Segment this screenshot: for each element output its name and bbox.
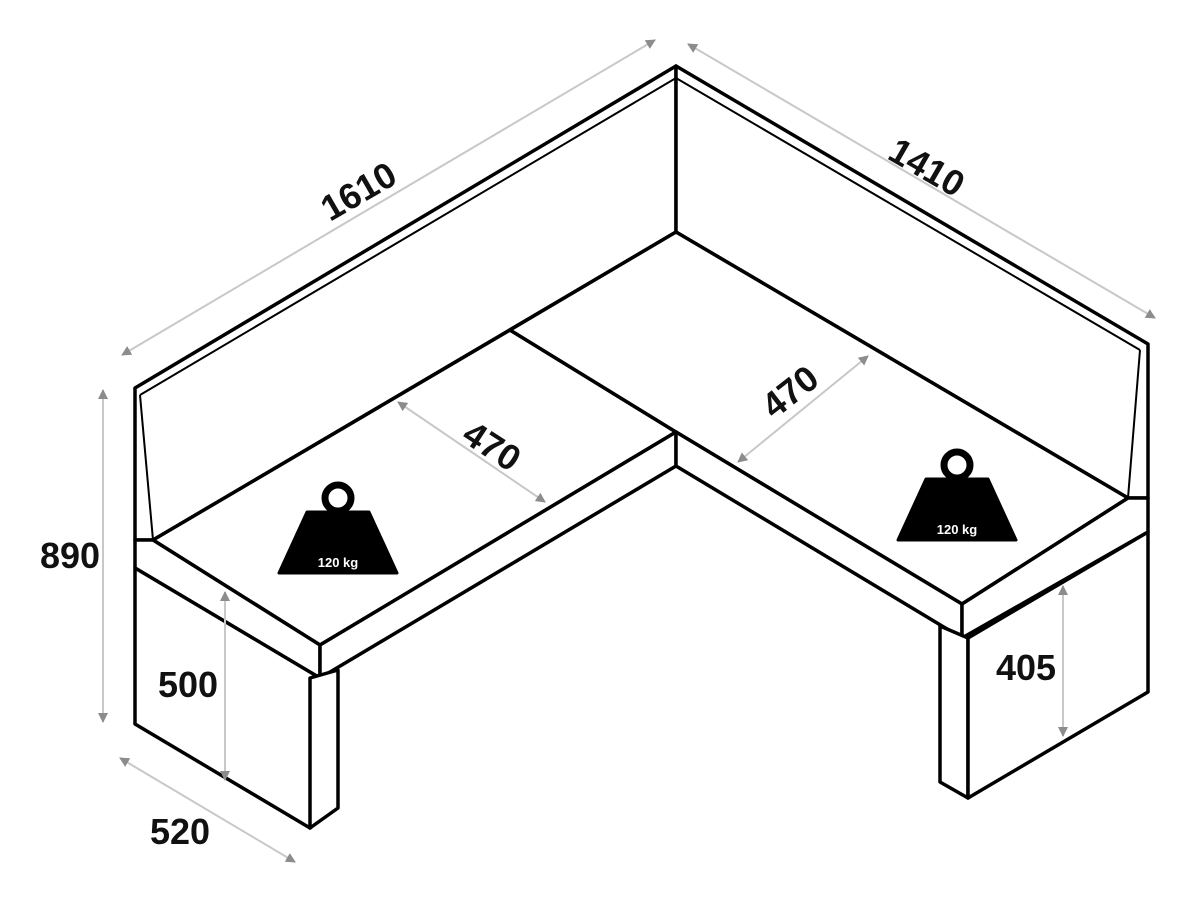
dim-line-520 (119, 757, 296, 863)
label-520: 520 (150, 811, 210, 852)
left-base-front (308, 668, 340, 830)
label-1610: 1610 (314, 153, 404, 229)
dim-line-left-470 (397, 401, 546, 503)
dim-line-right-470 (737, 355, 869, 463)
label-500: 500 (158, 664, 218, 705)
label-890: 890 (40, 535, 100, 576)
left-weight-icon: 120 kg (277, 481, 399, 575)
dim-line-1610 (121, 39, 656, 356)
left-weight-label: 120 kg (318, 555, 359, 570)
right-weight-label: 120 kg (937, 522, 978, 537)
bench-drawing (133, 64, 1150, 830)
right-seat-front (960, 496, 1150, 640)
label-405: 405 (996, 647, 1056, 688)
dim-line-1410 (687, 43, 1156, 319)
dimension-labels: 1610 1410 890 500 405 520 470 470 (40, 129, 1056, 852)
left-backrest-side-edge (139, 394, 154, 541)
right-backrest-side-edge (1127, 349, 1141, 499)
right-weight-icon: 120 kg (896, 448, 1018, 542)
dimension-lines (98, 39, 1156, 863)
right-base-front (938, 624, 970, 800)
